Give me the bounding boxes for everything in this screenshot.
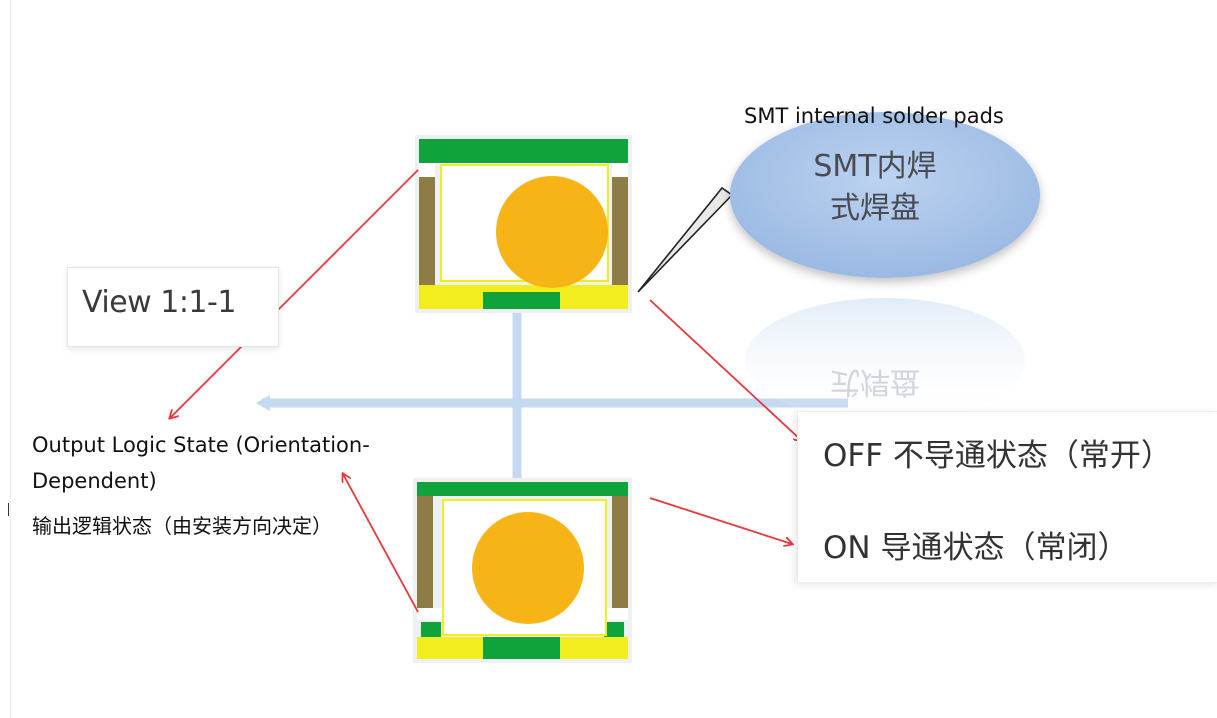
state-box bbox=[797, 411, 1217, 583]
bubble-line-1: SMT内焊 bbox=[813, 149, 937, 184]
solder-pads-caption: SMT internal solder pads bbox=[744, 104, 1004, 128]
red-arrows bbox=[170, 169, 802, 613]
view-label-box bbox=[67, 267, 279, 347]
bubble-line-2: 式焊盘 bbox=[830, 191, 920, 226]
svg-text:式焊盘: 式焊盘 bbox=[830, 364, 920, 399]
output-state-label: Output Logic State (Orientation-Dependen… bbox=[32, 433, 370, 493]
arrow-bottom-to-output bbox=[343, 474, 419, 613]
bottom-ball bbox=[472, 512, 584, 624]
bubble-reflection: 式焊盘 bbox=[745, 298, 1025, 422]
view-label: View 1:1-1 bbox=[82, 285, 236, 320]
arrow-top-to-output bbox=[170, 169, 419, 418]
left-edge-line bbox=[10, 0, 11, 718]
state-on-label: ON 导通状态（常闭） bbox=[823, 530, 1129, 566]
edge-tick-mark bbox=[8, 503, 9, 516]
axis-lines bbox=[256, 312, 848, 478]
top-switch bbox=[415, 135, 632, 313]
output-state-label-cn: 输出逻辑状态（由安装方向决定） bbox=[32, 514, 332, 538]
state-off-label: OFF 不导通状态（常开） bbox=[823, 438, 1172, 474]
callout-bubble bbox=[637, 112, 1040, 293]
arrow-top-to-off bbox=[649, 299, 802, 441]
arrow-bottom-to-on bbox=[649, 497, 792, 544]
bubble-text: SMT内焊 式焊盘 bbox=[790, 146, 960, 230]
bottom-switch bbox=[413, 478, 632, 663]
top-ball bbox=[496, 176, 608, 288]
